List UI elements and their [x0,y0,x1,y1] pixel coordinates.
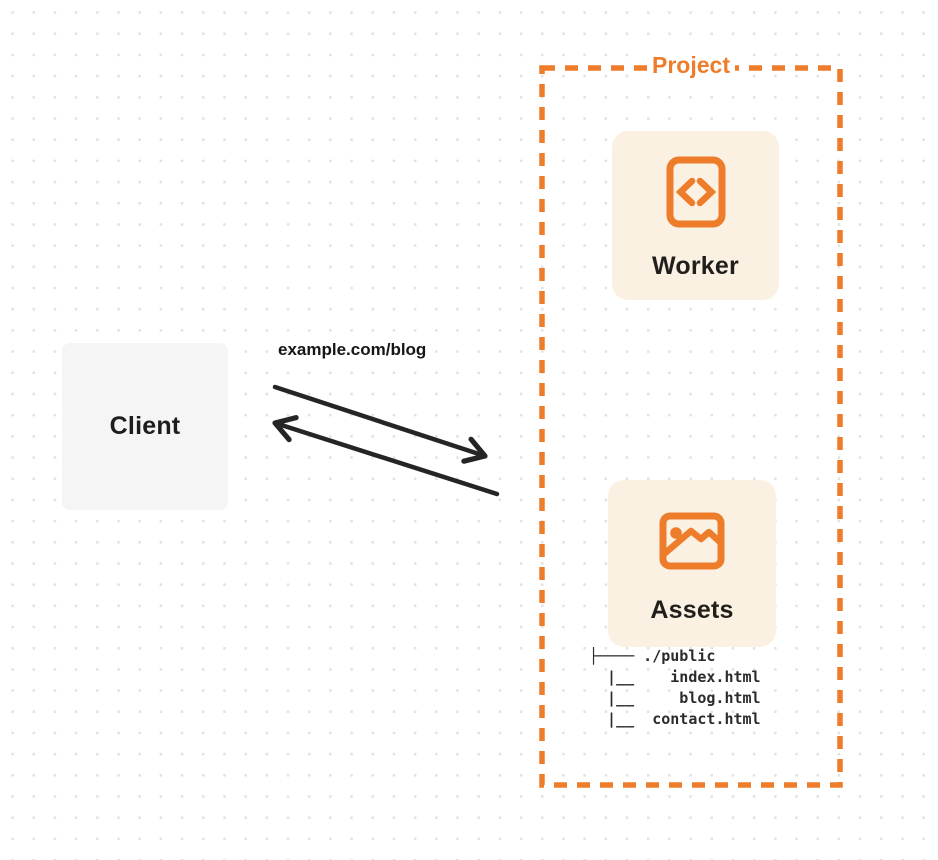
assets-node: Assets [608,480,776,647]
project-label: Project [647,52,735,79]
assets-label: Assets [650,596,734,624]
worker-node: Worker [612,131,779,300]
image-icon [659,512,725,570]
client-node: Client [62,343,228,510]
worker-label: Worker [652,252,739,280]
client-label: Client [109,412,181,440]
request-url-label: example.com/blog [278,340,427,359]
code-brackets-icon [666,156,725,228]
request-arrow [272,384,488,464]
project-label-container: Project [539,52,843,79]
response-arrow [272,415,500,497]
assets-file-tree: ├──── ./public |__ index.html |__ blog.h… [589,647,761,728]
